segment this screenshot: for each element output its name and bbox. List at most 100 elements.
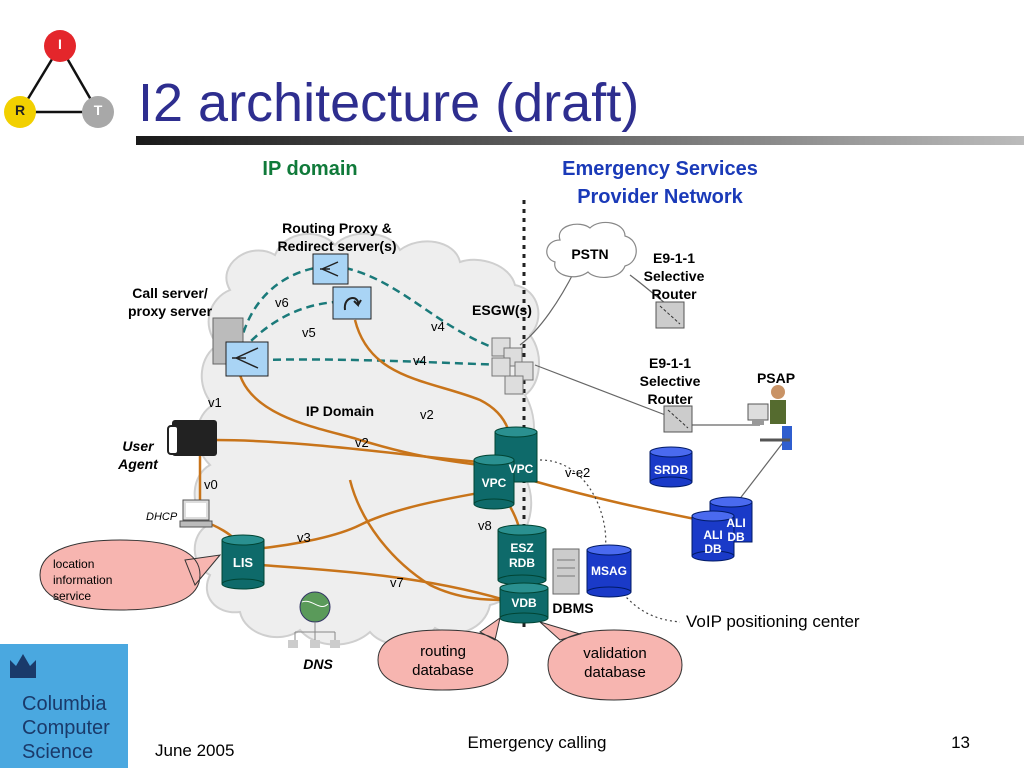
selective-router-icon-2	[663, 405, 693, 433]
dhcp-label: DHCP	[146, 511, 178, 523]
iface-v4b: v4	[413, 353, 427, 368]
routing-callout-line1: routing	[420, 643, 466, 660]
user-agent-label-2: Agent	[118, 456, 158, 472]
iface-v7: v7	[390, 575, 404, 590]
lis-callout-line3: service	[53, 589, 92, 603]
routing-proxy-label-1: Routing Proxy &	[282, 220, 392, 236]
sr2-label-b: Selective	[639, 373, 701, 389]
lis-db	[221, 534, 265, 590]
sr1-label-c: Router	[651, 286, 697, 302]
iface-v4a: v4	[431, 319, 445, 334]
call-server-icon	[225, 341, 269, 377]
validation-callout-text: validation database	[548, 644, 682, 682]
dbms-server-icon	[552, 548, 580, 595]
iface-v1: v1	[208, 395, 222, 410]
selective-router-icon-1	[655, 301, 685, 329]
ve2-link	[539, 459, 607, 551]
psap-operator-icon	[747, 385, 792, 450]
iface-v2a: v2	[420, 407, 434, 422]
org-line2: Computer	[22, 717, 110, 739]
esz-label: ESZ	[510, 541, 534, 555]
logo-node-i	[44, 30, 76, 62]
srdb-db	[649, 446, 693, 488]
esp-links	[519, 269, 786, 506]
dns-icon	[288, 591, 340, 648]
iface-v5: v5	[302, 325, 316, 340]
logo-label-t: T	[93, 102, 103, 118]
ali-front-label-1: ALI	[703, 528, 723, 542]
iface-v0: v0	[204, 477, 218, 492]
org-name: Columbia Computer Science	[22, 692, 110, 764]
sr1-label-b: Selective	[643, 268, 705, 284]
validation-callout-line2: database	[584, 664, 646, 681]
esgw-icon	[491, 337, 534, 395]
iface-ve2: v-e2	[565, 465, 591, 480]
lis-callout-shape	[39, 539, 222, 611]
lis-callout-line1: location	[53, 557, 95, 571]
iRT-logo	[4, 30, 114, 128]
routing-proxy-label-2: Redirect server(s)	[277, 238, 397, 254]
title-rule	[136, 136, 1024, 145]
srdb-label: SRDB	[653, 463, 688, 477]
sr1-label-a: E9-1-1	[652, 250, 696, 266]
redirect-server-icon	[332, 286, 372, 320]
msag-label: MSAG	[591, 564, 627, 578]
voip-center-label: VoIP positioning center	[686, 612, 860, 631]
vpc-db-front	[473, 454, 515, 510]
ip-domain-heading: IP domain	[262, 158, 358, 180]
dns-label: DNS	[303, 656, 333, 672]
ali-db-front	[691, 510, 735, 562]
user-agent-label-1: User	[122, 438, 154, 454]
iface-v2b: v2	[355, 435, 369, 450]
sr2-label-c: Router	[647, 391, 693, 407]
validation-callout-shape	[539, 621, 683, 701]
routing-proxy-icon	[312, 253, 349, 285]
lis-db-label: LIS	[232, 555, 254, 570]
vpc-back-label: VPC	[508, 462, 534, 476]
org-line3: Science	[22, 741, 94, 763]
ali-back-label: ALI DB	[726, 516, 746, 544]
phone-icon	[167, 420, 217, 456]
call-server-label-1: Call server/	[132, 285, 208, 301]
pstn-cloud	[546, 221, 637, 278]
msag-db	[586, 544, 632, 598]
dhcp-server-icon	[179, 499, 213, 528]
ali-front-label-2: DB	[704, 542, 722, 556]
logo-node-r	[4, 96, 36, 128]
psap-label: PSAP	[756, 370, 796, 386]
lis-callout-line2: information	[53, 573, 113, 587]
dbms-label: DBMS	[552, 600, 594, 616]
sr2-label-a: E9-1-1	[648, 355, 692, 371]
org-line1: Columbia	[22, 693, 107, 715]
vdb-label: VDB	[511, 596, 537, 610]
footer-center: Emergency calling	[467, 733, 607, 752]
routing-callout-line2: database	[412, 662, 474, 679]
routing-callout-shape	[377, 616, 509, 691]
esp-heading-line2: Provider Network	[577, 186, 743, 208]
lis-callout-text: location information service	[53, 556, 112, 604]
validation-callout-line1: validation	[583, 645, 647, 662]
ip-domain-inner-label: IP Domain	[305, 403, 375, 419]
logo-label-r: R	[14, 102, 26, 118]
crown-icon	[10, 654, 36, 678]
routing-callout-text: routing database	[378, 642, 508, 680]
slide-title: I2 architecture (draft)	[138, 73, 640, 133]
voip-center-pointer	[619, 589, 681, 623]
vpc-front-label: VPC	[481, 476, 507, 490]
logo-node-t	[82, 96, 114, 128]
pstn-label: PSTN	[571, 246, 609, 262]
db-cylinders	[221, 426, 549, 624]
esp-heading-line1: Emergency Services	[562, 158, 758, 180]
esz-rdb-db	[497, 524, 547, 586]
iface-v8: v8	[478, 518, 492, 533]
esgw-label: ESGW(s)	[472, 302, 532, 318]
iface-v6: v6	[275, 295, 289, 310]
iface-v3: v3	[297, 530, 311, 545]
page-number: 13	[951, 733, 970, 752]
blue-db-cylinders	[586, 446, 753, 598]
call-server-label-2: proxy server	[127, 303, 213, 319]
footer-date: June 2005	[155, 741, 235, 760]
logo-label-i: I	[58, 36, 62, 52]
rdb-label: RDB	[509, 556, 535, 570]
